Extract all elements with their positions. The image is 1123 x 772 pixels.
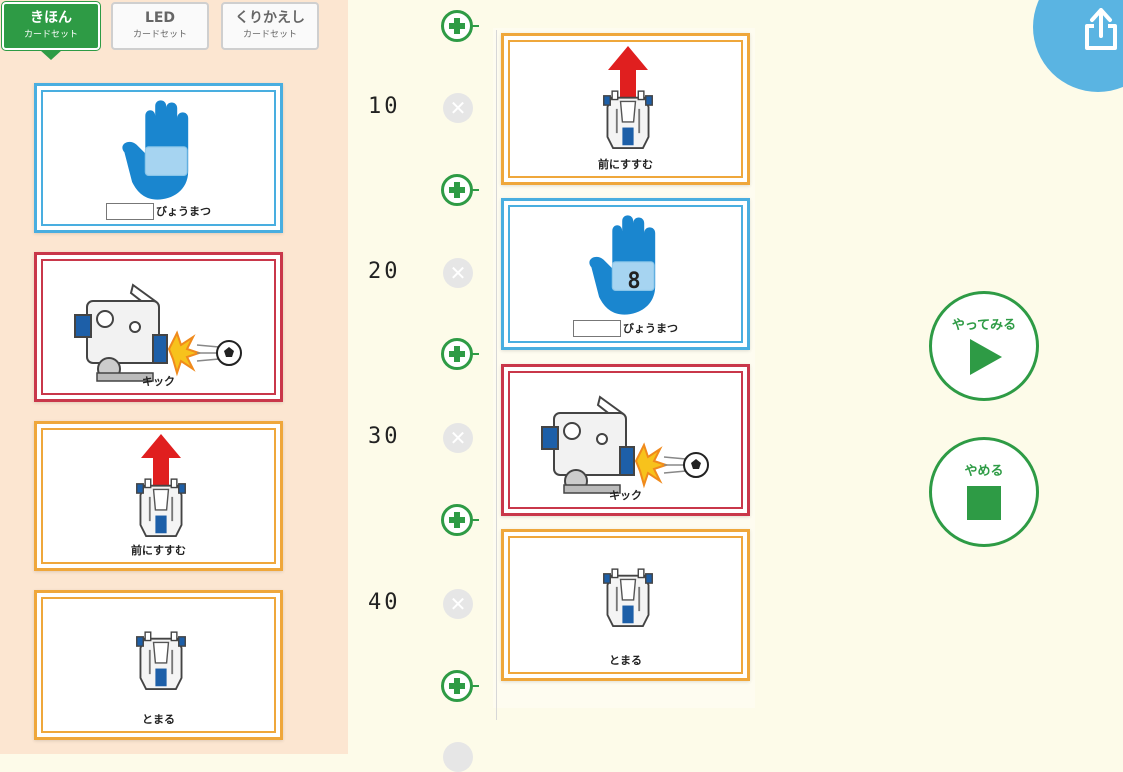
- program-stop-label: とまる: [609, 654, 642, 667]
- tab-basic-subtitle: カードセット: [23, 30, 78, 40]
- share-button[interactable]: [1033, 0, 1123, 92]
- delete-card-button[interactable]: ✕: [443, 93, 473, 123]
- add-card-button[interactable]: [441, 504, 479, 536]
- robot-kick-icon: [69, 277, 249, 387]
- stop-button[interactable]: やめる: [929, 437, 1039, 547]
- tab-repeat-subtitle: カードセット: [242, 30, 297, 40]
- tab-repeat-cardset[interactable]: くりかえし カードセット: [221, 2, 319, 50]
- line-number: 10: [368, 94, 401, 119]
- wait-seconds-value[interactable]: 8: [627, 269, 641, 294]
- program-kick-label: キック: [609, 489, 642, 502]
- tab-basic-title: きほん: [30, 10, 72, 26]
- seconds-input[interactable]: [573, 320, 621, 337]
- tab-basic-cardset[interactable]: きほん カードセット: [2, 2, 100, 50]
- play-icon: [970, 339, 1002, 375]
- program-wait-label: びょうまつ: [623, 321, 678, 335]
- program-card-forward[interactable]: 前にすすむ: [501, 33, 750, 185]
- palette-card-kick[interactable]: キック: [34, 252, 283, 402]
- stop-square-icon: [967, 486, 1001, 520]
- add-card-button[interactable]: [441, 10, 479, 42]
- palette-card-forward[interactable]: 前にすすむ: [34, 421, 283, 571]
- line-number: 20: [368, 259, 401, 284]
- program-card-kick[interactable]: キック: [501, 364, 750, 516]
- delete-card-button[interactable]: ✕: [443, 589, 473, 619]
- add-card-button[interactable]: [441, 174, 479, 206]
- add-card-button[interactable]: [441, 670, 479, 702]
- robot-icon: [600, 88, 656, 154]
- palette-card-stop[interactable]: とまる: [34, 590, 283, 740]
- share-icon: [1085, 8, 1117, 50]
- program-forward-label: 前にすすむ: [597, 158, 654, 171]
- palette-wait-label-row: びょうまつ: [37, 203, 280, 220]
- close-icon: [443, 742, 473, 772]
- robot-kick-icon: [536, 389, 716, 499]
- palette-wait-label: びょうまつ: [156, 204, 211, 218]
- program-card-stop[interactable]: とまる: [501, 529, 750, 681]
- stop-button-label: やめる: [964, 464, 1004, 479]
- card-palette: きほん カードセット LED カードセット くりかえし カードセット びょうまつ…: [0, 0, 348, 754]
- tab-repeat-title: くりかえし: [235, 10, 305, 26]
- delete-card-button[interactable]: ✕: [443, 423, 473, 453]
- palette-card-wait[interactable]: びょうまつ: [34, 83, 283, 233]
- run-button[interactable]: やってみる: [929, 291, 1039, 401]
- program-column-guide: [496, 30, 497, 720]
- palette-forward-label: 前にすすむ: [130, 544, 187, 557]
- robot-icon: [600, 566, 656, 632]
- seconds-input[interactable]: [106, 203, 154, 220]
- robot-icon: [133, 629, 189, 695]
- tab-led-cardset[interactable]: LED カードセット: [111, 2, 209, 50]
- active-tab-indicator: [40, 50, 62, 60]
- palette-kick-label: キック: [142, 375, 175, 388]
- program-card-wait[interactable]: 8 びょうまつ: [501, 198, 750, 350]
- program-wait-label-row: びょうまつ: [504, 320, 747, 337]
- robot-icon: [133, 476, 189, 542]
- line-number: 40: [368, 590, 401, 615]
- tab-led-subtitle: カードセット: [132, 30, 187, 40]
- hand-icon: [576, 209, 686, 319]
- hand-icon: [109, 94, 219, 204]
- add-card-button[interactable]: [441, 338, 479, 370]
- run-button-label: やってみる: [951, 318, 1017, 333]
- tab-led-title: LED: [144, 10, 176, 26]
- palette-stop-label: とまる: [142, 713, 175, 726]
- line-number: 30: [368, 424, 401, 449]
- delete-card-button[interactable]: ✕: [443, 258, 473, 288]
